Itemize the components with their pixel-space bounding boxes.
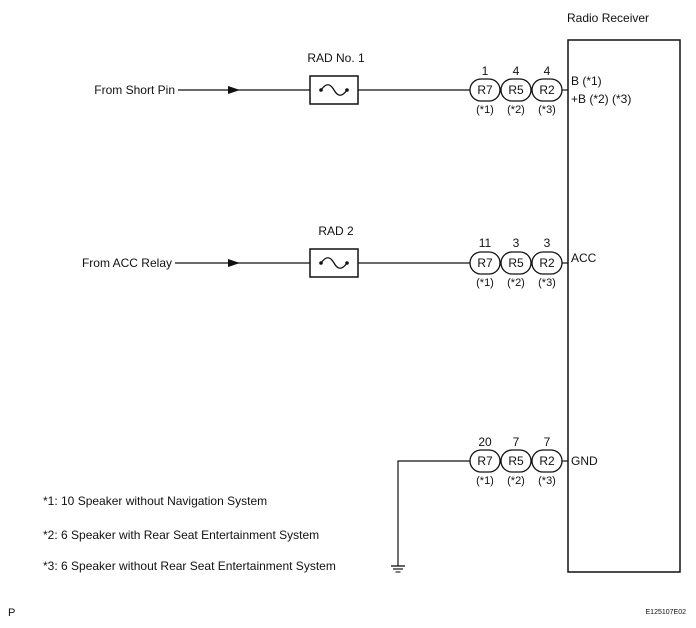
connector-label: R2 <box>539 454 555 468</box>
connector-pin-r7 <box>469 449 501 473</box>
wire-arrow-icon <box>228 86 240 94</box>
pin-note: (*1) <box>476 475 494 487</box>
terminal-label: GND <box>571 454 598 468</box>
pin-note: (*2) <box>507 475 525 487</box>
source-label-acc-relay: From ACC Relay <box>82 256 172 270</box>
pin-note: (*3) <box>538 475 556 487</box>
fuse-symbol-icon <box>319 257 349 269</box>
corner-mark-left: P <box>8 607 15 619</box>
pin-number: 1 <box>482 64 489 78</box>
pin-note: (*2) <box>507 277 525 289</box>
wire-ground <box>397 460 470 566</box>
footnote: *2: 6 Speaker with Rear Seat Entertainme… <box>43 528 319 542</box>
terminal-label: ACC <box>571 251 597 265</box>
connector-label: R7 <box>477 256 493 270</box>
pin-note: (*1) <box>476 277 494 289</box>
pin-number: 20 <box>478 435 492 449</box>
pin-number: 7 <box>513 435 520 449</box>
connector-pin-r7 <box>469 78 501 102</box>
fuse-label-rad2: RAD 2 <box>318 224 354 238</box>
connector-label: R5 <box>508 454 524 468</box>
wire-arrow-icon <box>228 259 240 267</box>
pin-note: (*3) <box>538 104 556 116</box>
radio-receiver-box <box>567 39 681 573</box>
fuse-label-rad-no1: RAD No. 1 <box>307 51 365 65</box>
pin-number: 3 <box>513 236 520 250</box>
pin-note: (*3) <box>538 277 556 289</box>
connector-label: R5 <box>508 83 524 97</box>
figure-code: E125107E02 <box>646 609 687 616</box>
pin-number: 4 <box>513 64 520 78</box>
connector-label: R5 <box>508 256 524 270</box>
connector-label: R2 <box>539 256 555 270</box>
pin-note: (*1) <box>476 104 494 116</box>
circuit-short-pin: From Short Pin RAD No. 1 1 4 4 R7 R5 R2 … <box>94 51 631 116</box>
fuse-symbol-icon <box>319 84 349 96</box>
connector-pin-r5 <box>500 449 532 473</box>
footnote: *1: 10 Speaker without Navigation System <box>43 494 267 508</box>
ground-icon <box>391 565 405 573</box>
pin-number: 4 <box>544 64 551 78</box>
connector-pin-r5 <box>500 251 532 275</box>
connector-pin-r7 <box>469 251 501 275</box>
connector-label: R7 <box>477 83 493 97</box>
pin-number: 11 <box>479 236 492 250</box>
connector-label: R7 <box>477 454 493 468</box>
source-label-short-pin: From Short Pin <box>94 83 175 97</box>
radio-receiver-title: Radio Receiver <box>567 11 649 25</box>
connector-pin-r5 <box>500 78 532 102</box>
pin-note: (*2) <box>507 104 525 116</box>
circuit-acc-relay: From ACC Relay RAD 2 11 3 3 R7 R5 R2 (*1… <box>82 224 597 289</box>
terminal-label: +B (*2) (*3) <box>571 92 631 106</box>
pin-number: 3 <box>544 236 551 250</box>
pin-number: 7 <box>544 435 551 449</box>
connector-label: R2 <box>539 83 555 97</box>
circuit-ground: 20 7 7 R7 R5 R2 (*1) (*2) (*3) GND <box>391 435 598 573</box>
footnote: *3: 6 Speaker without Rear Seat Entertai… <box>43 559 336 573</box>
terminal-label: B (*1) <box>571 74 602 88</box>
